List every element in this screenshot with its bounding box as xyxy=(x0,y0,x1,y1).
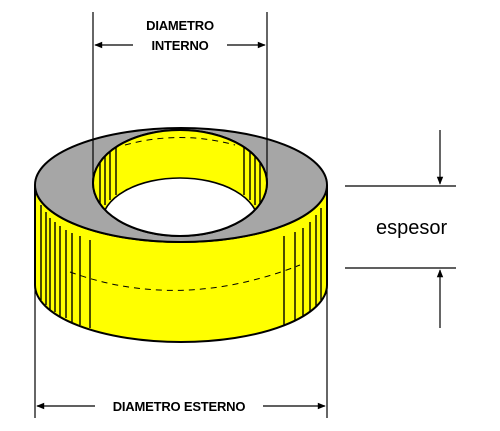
thickness-dimension: espesor xyxy=(345,130,456,328)
inner-diameter-label-line2: INTERNO xyxy=(151,38,208,53)
inner-diameter-label-line1: DIAMETRO xyxy=(146,18,214,33)
outer-diameter-label: DIAMETRO ESTERNO xyxy=(113,399,246,414)
inner-diameter-dimension: DIAMETRO INTERNO xyxy=(92,12,268,183)
thickness-label: espesor xyxy=(376,217,447,239)
outer-diameter-dimension: DIAMETRO ESTERNO xyxy=(34,285,328,418)
ring-outer-side xyxy=(34,184,328,343)
